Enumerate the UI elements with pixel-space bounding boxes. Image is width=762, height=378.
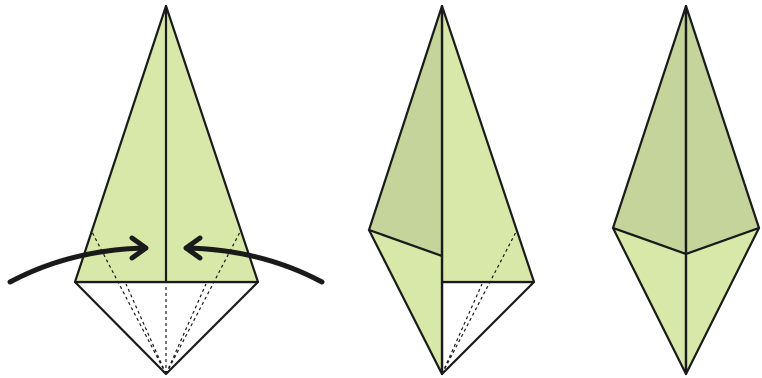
step-3-left-bottom [613, 228, 686, 374]
step-1-figure [10, 6, 322, 374]
step-3-left-top [613, 6, 686, 254]
step-2-left-bottom [369, 230, 442, 374]
step-2-right-bottom-flap [442, 282, 534, 374]
step-2-left-folded-flap [369, 6, 442, 256]
step-3-figure [613, 6, 759, 374]
step-3-right-top [686, 6, 759, 254]
step-2-right-top [442, 6, 534, 282]
step-3-right-bottom [686, 228, 759, 374]
step-2-figure [369, 6, 534, 374]
